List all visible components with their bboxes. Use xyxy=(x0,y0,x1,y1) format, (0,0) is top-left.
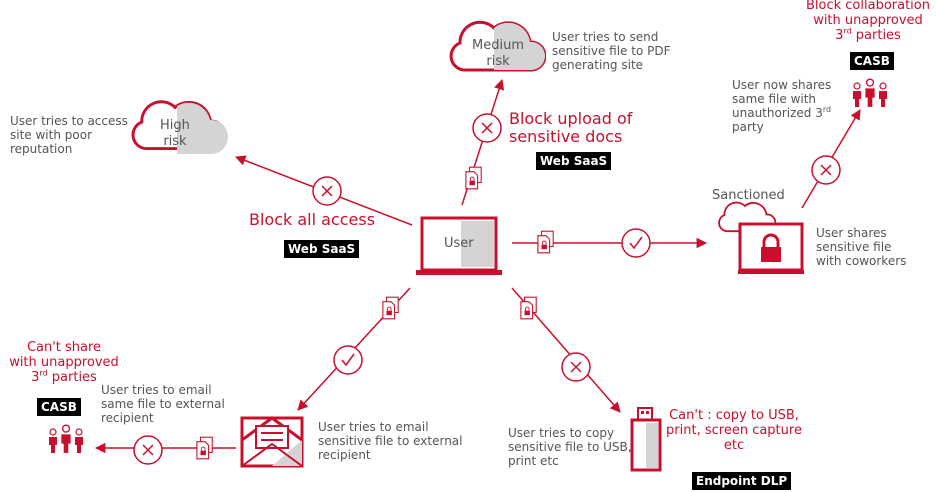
description-line: print etc xyxy=(508,454,559,468)
endpoint-dlp-badge: Endpoint DLP xyxy=(692,472,792,490)
block-upload-label: Block upload of sensitive docs xyxy=(509,110,632,146)
description-line: sensitive file to USB, xyxy=(508,440,632,454)
description-line: User tries to email xyxy=(318,420,429,434)
laptop-icon xyxy=(416,216,502,275)
casb-badge: CASB xyxy=(37,398,81,416)
cloud-label-line: Medium xyxy=(472,38,524,53)
description-line: User shares xyxy=(816,226,887,240)
action-line: Block upload of xyxy=(509,109,633,128)
description-line: User tries to copy xyxy=(508,426,615,440)
coworkers-description: User shares sensitive file with coworker… xyxy=(816,226,906,268)
web-saas-badge: Web SaaS xyxy=(536,152,612,170)
cloud-label-line: risk xyxy=(163,134,187,149)
document-lock-icon xyxy=(382,296,399,320)
action-line: sensitive docs xyxy=(509,127,623,146)
cant-share-label: Can't share with unapproved 3rd parties xyxy=(4,340,124,385)
cloud-icon xyxy=(449,20,546,72)
web-saas-badge: Web SaaS xyxy=(284,240,360,258)
action-line: print, screen capture xyxy=(666,423,802,438)
action-line: Can't share xyxy=(26,340,102,355)
lock-icon xyxy=(761,233,781,262)
document-lock-icon xyxy=(537,230,554,254)
document-lock-icon xyxy=(196,436,213,460)
block-icon xyxy=(811,155,841,185)
medium-risk-cloud-label: Medium risk xyxy=(472,38,524,70)
allow-icon xyxy=(621,228,651,258)
description-line: User tries to access xyxy=(10,114,128,128)
description-line: sensitive file to external xyxy=(318,434,463,448)
description-line: recipient xyxy=(318,448,371,462)
block-collaboration-label: Block collaboration with unapproved 3rd … xyxy=(804,0,932,43)
description-line: sensitive file to PDF xyxy=(552,44,671,58)
description-line: unauthorized 3rd xyxy=(732,105,832,121)
description-line: sensitive file xyxy=(816,240,892,254)
casb-badge: CASB xyxy=(850,52,894,70)
block-all-access-label: Block all access xyxy=(249,210,376,229)
block-icon xyxy=(312,176,342,206)
description-line: same file to external xyxy=(101,397,225,411)
poor-reputation-description: User tries to access site with poor repu… xyxy=(10,114,128,156)
email-external-description: User tries to email same file to externa… xyxy=(101,383,225,425)
description-line: party xyxy=(732,120,764,134)
description-line: recipient xyxy=(101,411,154,425)
description-line: with coworkers xyxy=(816,254,907,268)
sanctioned-label: Sanctioned xyxy=(712,188,785,203)
action-line: 3rd parties xyxy=(835,26,901,43)
action-line: Can't : copy to USB, xyxy=(669,408,799,423)
description-line: reputation xyxy=(10,142,73,156)
pdf-site-description: User tries to send sensitive file to PDF… xyxy=(552,30,671,72)
action-line: etc xyxy=(723,438,745,453)
cloud-icon xyxy=(131,100,229,154)
allow-icon xyxy=(333,345,363,375)
description-line: site with poor xyxy=(10,128,92,142)
device-label: User xyxy=(444,236,474,251)
description-line: User tries to send xyxy=(552,30,659,44)
action-line: Block collaboration xyxy=(805,0,930,13)
document-lock-icon xyxy=(465,166,482,190)
endpoint-restriction-label: Can't : copy to USB, print, screen captu… xyxy=(664,408,804,453)
description-line: generating site xyxy=(552,58,644,72)
block-icon xyxy=(133,435,163,465)
email-description: User tries to email sensitive file to ex… xyxy=(318,420,463,462)
people-icon xyxy=(48,424,84,454)
third-party-share-description: User now shares same file with unauthori… xyxy=(732,78,831,134)
usb-description: User tries to copy sensitive file to USB… xyxy=(508,426,632,468)
cloud-label-line: High xyxy=(160,118,190,133)
high-risk-cloud-label: High risk xyxy=(160,118,190,150)
block-icon xyxy=(561,352,591,382)
usb-drive-icon xyxy=(630,407,662,472)
block-icon xyxy=(472,113,502,143)
description-line: same file with xyxy=(732,92,817,106)
people-icon xyxy=(852,78,888,108)
description-line: User now shares xyxy=(732,78,832,92)
sanctioned-monitor-icon xyxy=(738,222,804,274)
action-line: with unapproved xyxy=(9,355,119,370)
action-line: with unapproved xyxy=(813,13,923,28)
description-line: User tries to email xyxy=(101,383,212,397)
envelope-icon xyxy=(240,416,304,468)
cloud-label-line: risk xyxy=(486,54,510,69)
action-line: 3rd parties xyxy=(31,368,97,385)
